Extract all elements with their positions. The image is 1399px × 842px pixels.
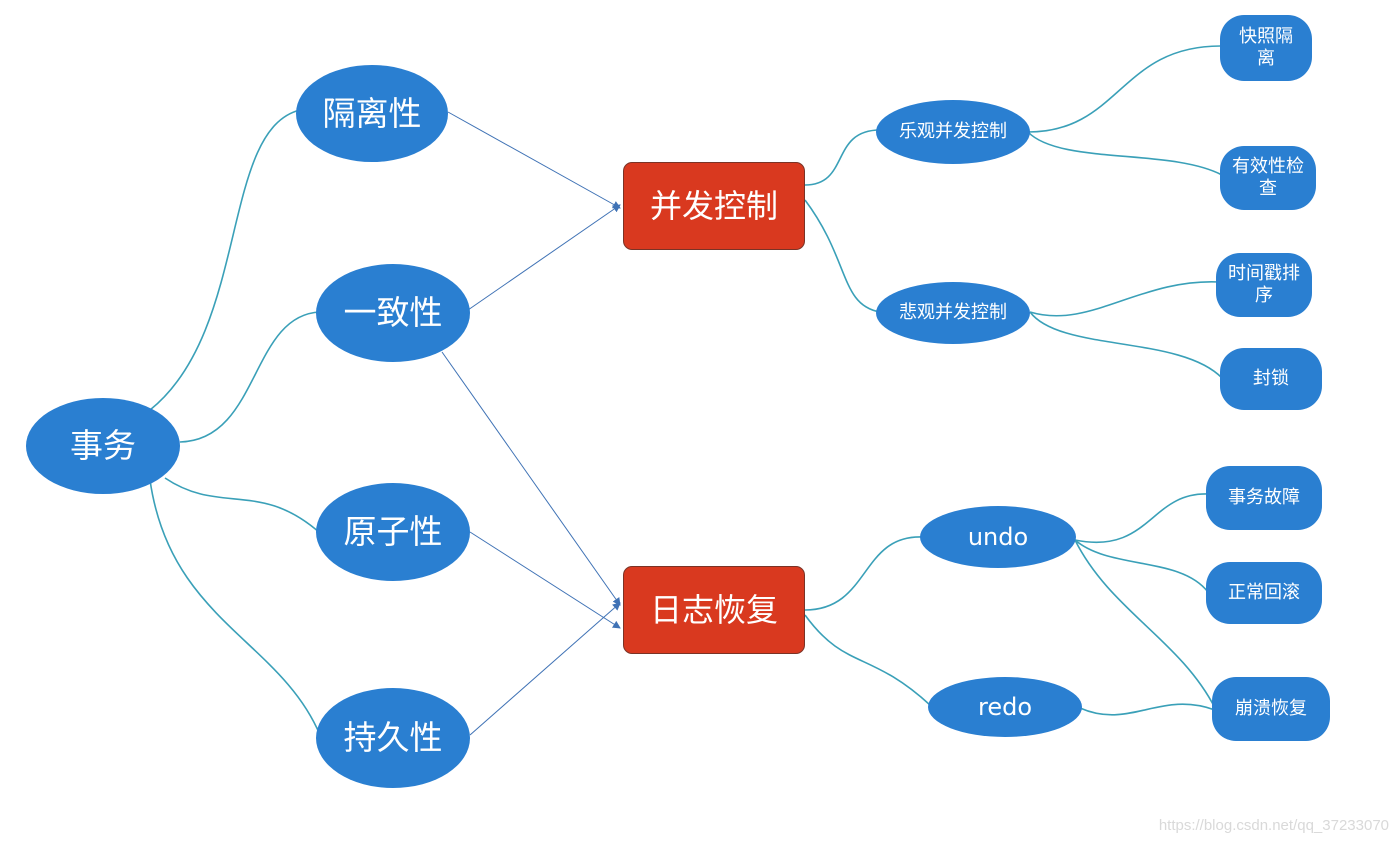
curve-logging-undo — [804, 536, 923, 611]
curve-root-consistency — [179, 311, 321, 443]
property-node-atomicity[interactable]: 原子性 — [316, 483, 470, 581]
curve-concurrency-pessimistic — [804, 199, 881, 313]
curve-root-atomicity — [164, 477, 321, 534]
property-node-consistency[interactable]: 一致性 — [316, 264, 470, 362]
arrow-isolation-concurrency — [447, 111, 621, 209]
arrow-consistency-logging — [441, 351, 621, 606]
curve-redo-crash — [1079, 703, 1216, 716]
leaf-crash-recovery[interactable]: 崩溃恢复 — [1212, 677, 1330, 741]
property-node-isolation[interactable]: 隔离性 — [296, 65, 448, 162]
curve-root-durability — [149, 479, 321, 736]
arrow-durability-logging — [469, 602, 621, 736]
arrow-atomicity-logging — [469, 531, 621, 629]
mechanism-node-logging[interactable]: 日志恢复 — [623, 566, 805, 654]
curve-undo-crash — [1074, 539, 1216, 709]
curve-undo-txfail — [1074, 493, 1209, 543]
leaf-snapshot-isolation[interactable]: 快照隔离 — [1220, 15, 1312, 81]
logging-child-undo[interactable]: undo — [920, 506, 1076, 568]
concurrency-child-pessimistic[interactable]: 悲观并发控制 — [876, 282, 1030, 344]
curve-logging-redo — [804, 614, 931, 706]
root-node[interactable]: 事务 — [26, 398, 180, 494]
mechanism-node-concurrency[interactable]: 并发控制 — [623, 162, 805, 250]
concurrency-child-optimistic[interactable]: 乐观并发控制 — [876, 100, 1030, 164]
leaf-timestamp-ordering[interactable]: 时间戳排序 — [1216, 253, 1312, 317]
leaf-locking[interactable]: 封锁 — [1220, 348, 1322, 410]
curve-pessimistic-timestamp — [1029, 281, 1221, 317]
curve-undo-rollback — [1074, 539, 1209, 593]
curve-pessimistic-locking — [1029, 311, 1223, 379]
leaf-normal-rollback[interactable]: 正常回滚 — [1206, 562, 1322, 624]
arrow-consistency-concurrency — [467, 204, 621, 311]
property-node-durability[interactable]: 持久性 — [316, 688, 470, 788]
curve-concurrency-optimistic — [804, 129, 881, 186]
leaf-transaction-failure[interactable]: 事务故障 — [1206, 466, 1322, 530]
curve-optimistic-validation — [1027, 131, 1223, 176]
curve-root-isolation — [149, 109, 301, 411]
curve-optimistic-snapshot — [1027, 45, 1223, 133]
leaf-validation-check[interactable]: 有效性检查 — [1220, 146, 1316, 210]
logging-child-redo[interactable]: redo — [928, 677, 1082, 737]
watermark-text: https://blog.csdn.net/qq_37233070 — [1158, 817, 1389, 834]
